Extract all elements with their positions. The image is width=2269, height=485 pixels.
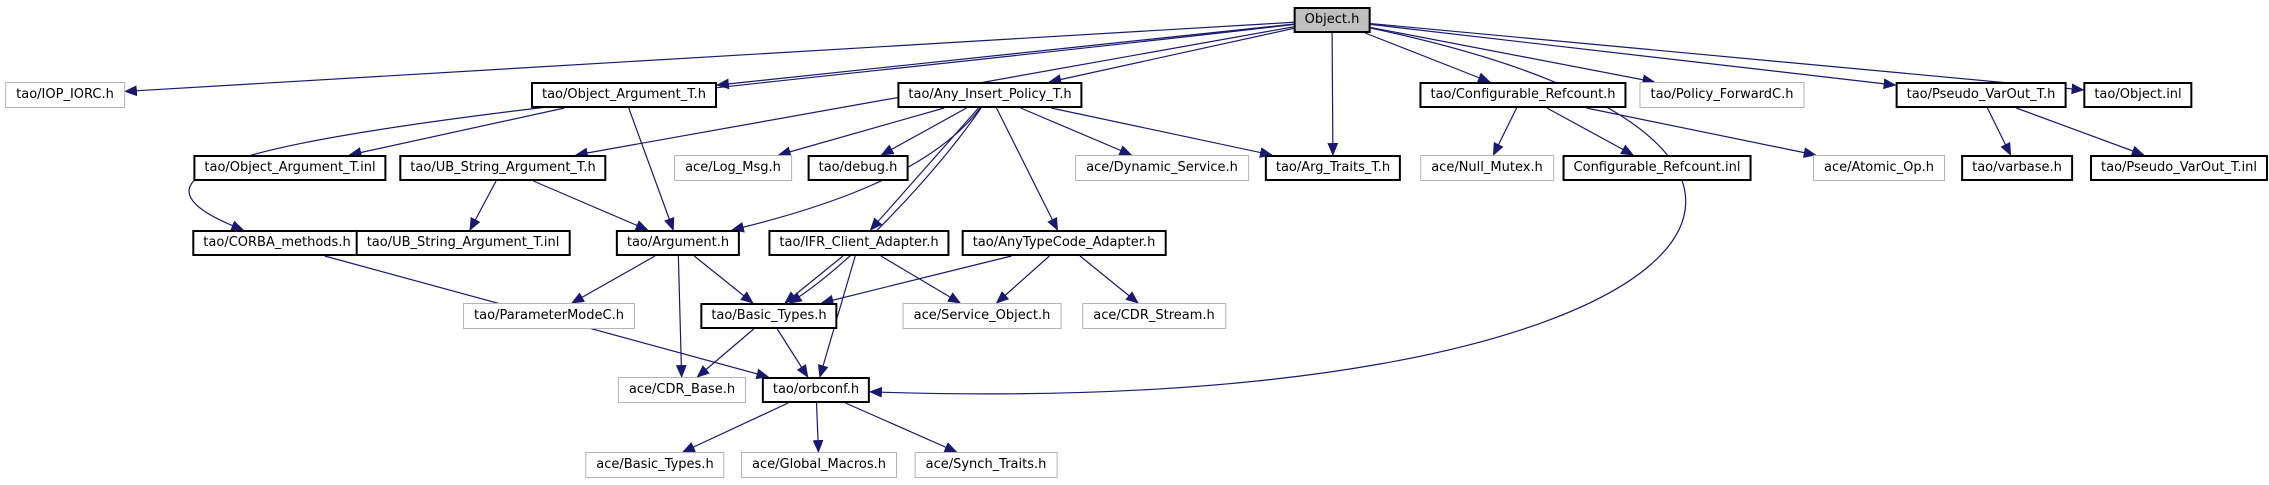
node-tao-any-insert-policy-t-h[interactable]: tao/Any_Insert_Policy_T.h	[897, 82, 1083, 108]
include-edge	[845, 402, 958, 453]
include-edge	[1586, 107, 1817, 158]
node-tao-basic-types-h[interactable]: tao/Basic_Types.h	[700, 303, 838, 329]
include-edge	[681, 402, 789, 453]
include-edge	[784, 255, 844, 304]
include-edge	[995, 255, 1050, 304]
node-tao-parametermodec-h: tao/ParameterModeC.h	[463, 303, 635, 329]
node-tao-varbase-h[interactable]: tao/varbase.h	[1961, 155, 2073, 181]
node-ace-service-object-h: ace/Service_Object.h	[902, 303, 1062, 329]
include-edge	[123, 21, 1294, 97]
node-tao-policy-forwardc-h: tao/Policy_ForwardC.h	[1639, 82, 1805, 108]
node-ace-cdr-stream-h: ace/CDR_Stream.h	[1082, 303, 1226, 329]
include-edge	[533, 180, 649, 231]
include-edge	[777, 107, 945, 157]
include-edge	[188, 23, 1294, 231]
include-edge	[1370, 22, 2085, 95]
include-edge	[869, 107, 979, 231]
include-edge	[1370, 23, 1897, 90]
node-tao-ub-string-argument-t-inl[interactable]: tao/UB_String_Argument_T.inl	[355, 230, 571, 256]
include-edge	[1364, 32, 1491, 83]
include-edge	[571, 255, 656, 304]
include-edge	[469, 180, 497, 231]
include-edge	[675, 255, 687, 379]
include-edge	[693, 255, 754, 304]
include-edge	[995, 107, 1059, 231]
node-tao-pseudo-varout-t-h[interactable]: tao/Pseudo_VarOut_T.h	[1895, 82, 2067, 108]
node-ace-global-macros-h: ace/Global_Macros.h	[741, 452, 897, 478]
include-edge	[1020, 107, 1133, 156]
include-edge	[812, 402, 824, 454]
include-edge	[696, 328, 755, 378]
node-tao-anytypecode-adapter-h[interactable]: tao/AnyTypeCode_Adapter.h	[961, 230, 1167, 256]
include-edge	[730, 107, 981, 233]
node-tao-arg-traits-t-h[interactable]: tao/Arg_Traits_T.h	[1264, 155, 1402, 181]
node-tao-object-inl[interactable]: tao/Object.inl	[2083, 82, 2193, 108]
node-ace-atomic-op-h: ace/Atomic_Op.h	[1813, 155, 1945, 181]
include-edge	[880, 255, 962, 304]
include-edge	[2016, 107, 2145, 156]
node-tao-pseudo-varout-t-inl[interactable]: tao/Pseudo_VarOut_T.inl	[2090, 155, 2268, 181]
node-tao-iop-iorc-h: tao/IOP_IORC.h	[5, 82, 125, 108]
include-edge	[1050, 107, 1273, 158]
include-edge	[1546, 107, 1635, 156]
include-edge	[1048, 27, 1294, 85]
include-edge	[1079, 255, 1139, 304]
include-edge	[1986, 107, 2012, 156]
include-edge	[1327, 32, 1339, 157]
node-ace-null-mutex-h: ace/Null_Mutex.h	[1420, 155, 1554, 181]
include-edge	[776, 328, 809, 378]
node-tao-object-argument-t-h[interactable]: tao/Object_Argument_T.h	[530, 82, 718, 108]
node-tao-configurable-refcount-h[interactable]: tao/Configurable_Refcount.h	[1419, 82, 1627, 108]
include-edge	[628, 107, 675, 232]
include-edge	[880, 107, 967, 156]
node-ace-cdr-base-h: ace/CDR_Base.h	[617, 377, 747, 403]
node-ace-synch-traits-h: ace/Synch_Traits.h	[914, 452, 1058, 478]
node-object-h: Object.h	[1293, 7, 1371, 33]
node-ace-dynamic-service-h: ace/Dynamic_Service.h	[1075, 155, 1249, 181]
node-tao-ifr-client-adapter-h[interactable]: tao/IFR_Client_Adapter.h	[768, 230, 950, 256]
node-ace-log-msg-h: ace/Log_Msg.h	[674, 155, 792, 181]
include-edge	[788, 107, 982, 304]
include-edge	[1492, 107, 1518, 156]
node-tao-argument-h[interactable]: tao/Argument.h	[615, 230, 741, 256]
include-edge	[820, 255, 1012, 306]
include-edge	[715, 23, 1294, 90]
include-edge	[348, 107, 565, 158]
node-tao-ub-string-argument-t-h[interactable]: tao/UB_String_Argument_T.h	[399, 155, 607, 181]
node-tao-corba-methods-h[interactable]: tao/CORBA_methods.h	[192, 230, 362, 256]
node-ace-basic-types-h: ace/Basic_Types.h	[585, 452, 725, 478]
include-edge	[1370, 26, 1656, 86]
node-tao-object-argument-t-inl[interactable]: tao/Object_Argument_T.inl	[193, 155, 387, 181]
node-tao-debug-h[interactable]: tao/debug.h	[807, 155, 909, 181]
node-configurable-refcount-inl[interactable]: Configurable_Refcount.inl	[1562, 155, 1752, 181]
node-tao-orbconf-h[interactable]: tao/orbconf.h	[761, 377, 871, 403]
